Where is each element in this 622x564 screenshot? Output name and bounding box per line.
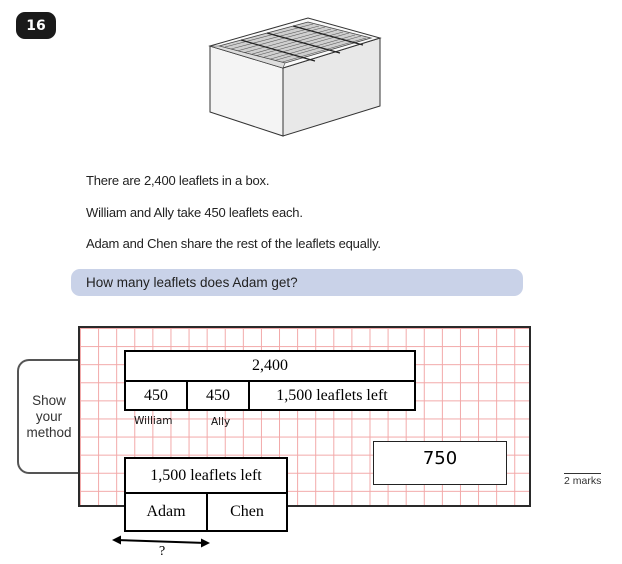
unknown-marker: ? xyxy=(159,544,166,559)
bar-part-adam: Adam xyxy=(124,492,208,532)
question-number: 16 xyxy=(16,12,56,39)
show-method-tab: Show your method xyxy=(17,359,79,474)
bar-part-william: 450 xyxy=(124,380,188,411)
bar-part-rest: 1,500 leaflets left xyxy=(248,380,416,411)
bar-part-ally: 450 xyxy=(186,380,250,411)
statement-1: There are 2,400 leaflets in a box. xyxy=(86,173,270,188)
leaflet-box-illustration xyxy=(208,17,382,137)
statement-3: Adam and Chen share the rest of the leaf… xyxy=(86,236,381,251)
marks-label: 2 marks xyxy=(564,473,602,487)
bar-part-chen: Chen xyxy=(206,492,288,532)
answer-value: 750 xyxy=(422,448,458,469)
question-prompt: How many leaflets does Adam get? xyxy=(71,269,523,296)
show-method-line-2: your xyxy=(35,408,63,424)
statement-2: William and Ally take 450 leaflets each. xyxy=(86,205,303,220)
question-text: How many leaflets does Adam get? xyxy=(86,275,298,290)
double-arrow-icon xyxy=(112,535,210,548)
answer-box[interactable]: 750 xyxy=(373,441,507,485)
bar-total: 2,400 xyxy=(124,350,416,382)
bar-rest-total: 1,500 leaflets left xyxy=(124,457,288,494)
label-william: William xyxy=(134,415,173,427)
show-method-line-3: method xyxy=(26,424,72,440)
label-ally: Ally xyxy=(211,416,231,428)
show-method-line-1: Show xyxy=(32,392,66,408)
